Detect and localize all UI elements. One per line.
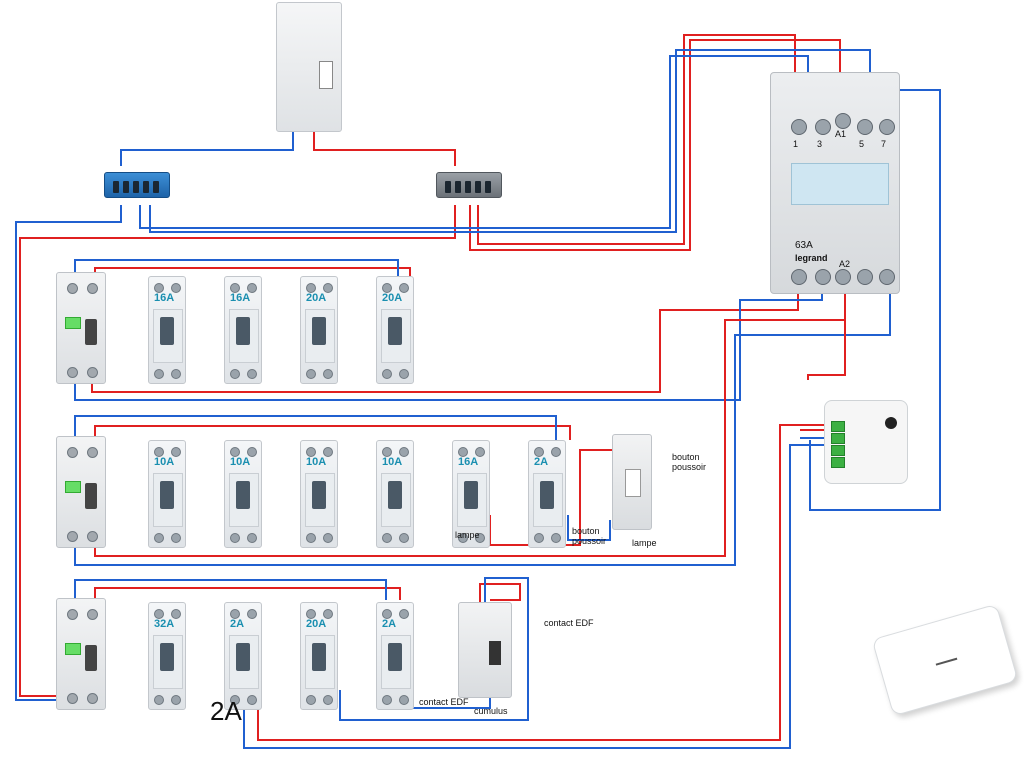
breaker-rating: 20A [382,292,403,304]
circuit-breaker [452,440,490,548]
wire-row3-long-red [257,424,830,741]
breaker-rating: 10A [382,456,403,468]
contactor-rating: 63A [795,240,813,251]
row2-rcd [56,436,106,548]
breaker-rating: 2A [230,618,245,630]
wire-rx-pushbutton [489,449,625,546]
wire-row1-return [91,282,799,393]
breaker-rating: 16A [458,456,479,468]
circuit-breaker [148,440,186,548]
wire-row1-neutral-comb [74,259,399,278]
terminal-label-7: 7 [881,139,887,149]
label-contact-edf-1: contact EDF [544,618,594,628]
main-breaker [276,2,342,132]
breaker-rating: 10A [306,456,327,468]
circuit-breaker [300,602,338,710]
contactor-brand: legrand [795,253,828,263]
wire-row3-long-blue [243,444,830,749]
wire-row3-phase-comb [94,587,401,600]
circuit-breaker [376,602,414,710]
circuit-breaker [224,440,262,548]
row3-rcd [56,598,106,710]
circuit-breaker [300,440,338,548]
label-lampe-2: lampe [632,538,657,548]
label-bouton-poussoir-2: bouton poussoir [572,526,607,546]
wire-row2-phase-comb [94,425,571,440]
neutral-busbar [104,172,170,198]
circuit-breaker [376,276,414,384]
label-bouton-poussoir-1: bouton poussoir [672,452,707,472]
main-breaker-switch [319,61,333,89]
wire-wifi-1 [807,282,846,380]
circuit-breaker [528,440,566,548]
breaker-rating: 20A [306,618,327,630]
breaker-rating: 20A [306,292,327,304]
circuit-breaker [148,602,186,710]
row1-rcd [56,272,106,384]
contactor-window [791,163,889,205]
wire-neutral-left [15,205,122,701]
circuit-breaker [224,602,262,710]
circuit-breaker [148,276,186,384]
breaker-rating: 2A [534,456,549,468]
label-2a-large: 2A [210,696,242,726]
wire-meter-phase [313,132,456,166]
telerupteur [612,434,652,530]
wire-to-contactor-3 [149,49,871,233]
wire-row3-edf [479,583,521,610]
wire-meter-neutral [120,132,294,166]
wire-row3-neutral-comb [74,579,387,600]
wire-to-contactor-1 [469,39,841,251]
breaker-rating: 16A [154,292,175,304]
wire-to-contactor-4 [139,55,809,229]
wire-row1-neutral-return [74,282,823,401]
phase-busbar [436,172,502,198]
wire-row2-neutral-comb [74,415,557,440]
breaker-rating: 10A [154,456,175,468]
terminal-label-5: 5 [859,139,865,149]
terminal-label-3: 3 [817,139,823,149]
circuit-breaker [376,440,414,548]
wire-to-contactor-2 [477,34,796,245]
contactor-hc [458,602,512,698]
breaker-rating: 2A [382,618,397,630]
label-lampe-1: lampe [455,530,480,540]
wire-contactor-right [809,89,941,511]
wifi-relay-module [824,400,908,484]
circuit-breaker [224,276,262,384]
wifi-module-button [885,417,897,429]
wire-rx-lamp [567,515,611,541]
circuit-breaker [300,276,338,384]
breaker-rating: 16A [230,292,251,304]
terminal-label-a1: A1 [835,129,847,139]
breaker-rating: 10A [230,456,251,468]
terminal-label-1: 1 [793,139,799,149]
breaker-rating: 32A [154,618,175,630]
wire-row3-edf-n [339,577,529,721]
terminal-label-a2: A2 [839,259,851,269]
label-cumulus: cumulus [474,706,508,716]
wire-row2-neutral-return [74,282,891,566]
label-contact-edf-2: contact EDF [419,697,469,707]
contactor-63a: 1 3 A1 5 7 63A legrand A2 [770,72,900,294]
